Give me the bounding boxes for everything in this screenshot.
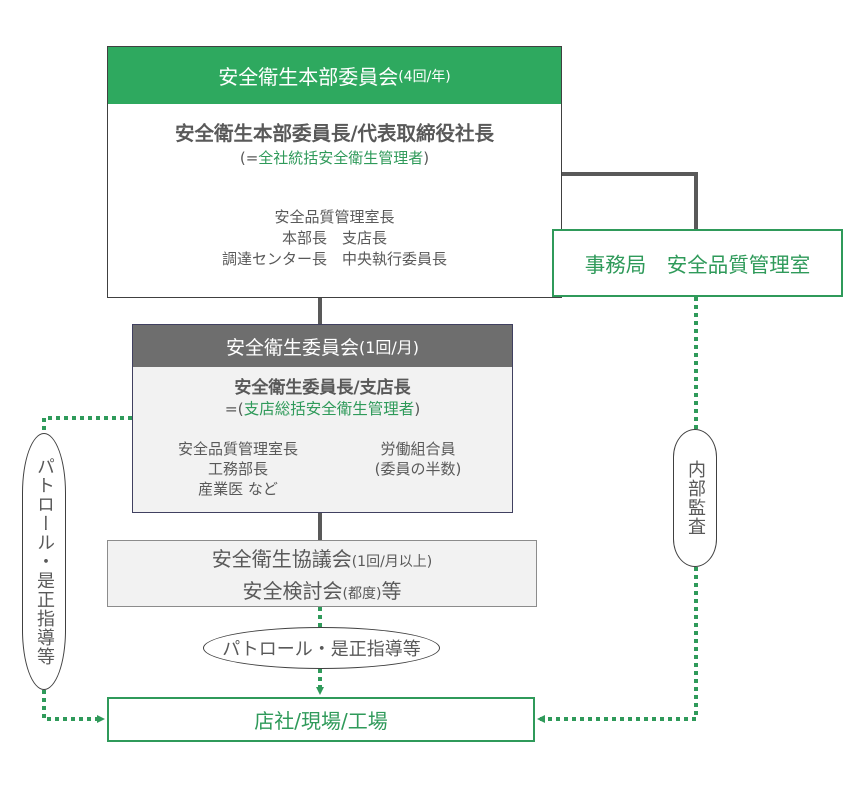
council-frequency: (1回/月以上) <box>351 554 433 570</box>
branch-committee-box: 安全衛生委員会(1回/月) 安全衛生委員長/支店長 =(支店総括安全衛生管理者)… <box>132 324 513 513</box>
member-line: 調達センター長 中央執行委員長 <box>221 250 447 268</box>
note-suffix: ) <box>414 400 421 418</box>
branch-committee-header: 安全衛生委員会(1回/月) <box>133 325 512 367</box>
hq-committee-members: 安全品質管理室長 本部長 支店長 調達センター長 中央執行委員長 <box>108 207 561 270</box>
member-line: 安全品質管理室長 <box>177 440 298 458</box>
note-prefix: (= <box>239 149 259 167</box>
hq-chair-role: 全社統括安全衛生管理者 <box>258 149 424 167</box>
council-line-1: 安全衛生協議会(1回/月以上) <box>108 545 536 577</box>
site-box: 店社/現場/工場 <box>107 697 535 742</box>
member-line: 産業医 など <box>198 480 278 498</box>
branch-to-left-patrol-dotted <box>42 416 132 433</box>
hq-committee-frequency: (4回/年) <box>398 68 451 85</box>
branch-members-left: 安全品質管理室長 工務部長 産業医 など <box>153 439 323 499</box>
council-name: 安全衛生協議会 <box>211 547 352 571</box>
branch-chair-role: 支店総括安全衛生管理者 <box>243 400 415 418</box>
patrol-guidance-oval: パトロール・是正指導等 <box>203 627 440 669</box>
internal-audit-oval: 内部監査 <box>673 429 717 567</box>
council-line-2: 安全検討会(都度)等 <box>108 577 536 609</box>
left-patrol-to-site-arrow <box>42 690 105 723</box>
patrol-guidance-vertical-label: パトロール・是正指導等 <box>34 457 55 666</box>
member-line: 本部長 支店長 <box>281 229 387 247</box>
member-line: 安全品質管理室長 <box>274 208 395 226</box>
patrol-guidance-vertical-oval: パトロール・是正指導等 <box>22 433 66 690</box>
hq-committee-box: 安全衛生本部委員会(4回/年) 安全衛生本部委員長/代表取締役社長 (=全社統括… <box>107 46 562 298</box>
note-prefix: =( <box>224 400 244 418</box>
hq-committee-chair-note: (=全社統括安全衛生管理者) <box>108 147 561 168</box>
branch-members-right: 労働組合員 (委員の半数) <box>343 439 493 479</box>
secretariat-box: 事務局 安全品質管理室 <box>552 229 843 297</box>
branch-committee-chair: 安全衛生委員長/支店長 <box>234 378 411 398</box>
member-line: 工務部長 <box>207 460 268 478</box>
review-meeting-name: 安全検討会 <box>242 579 343 603</box>
member-line: 労働組合員 <box>380 440 456 458</box>
review-meeting-frequency: (都度) <box>342 586 382 602</box>
member-line: (委員の半数) <box>374 460 462 478</box>
internal-audit-label: 内部監査 <box>685 460 706 536</box>
hq-committee-header: 安全衛生本部委員会(4回/年) <box>108 47 561 104</box>
audit-to-site-arrow <box>537 567 698 723</box>
etc-suffix: 等 <box>381 579 402 603</box>
branch-committee-frequency: (1回/月) <box>358 338 420 357</box>
hq-committee-chair: 安全衛生本部委員長/代表取締役社長 <box>174 122 495 145</box>
hq-committee-title: 安全衛生本部委員会 <box>218 65 399 89</box>
council-box: 安全衛生協議会(1回/月以上) 安全検討会(都度)等 <box>107 540 537 607</box>
branch-committee-title: 安全衛生委員会 <box>225 336 359 359</box>
hq-to-secretariat-connector <box>562 172 698 229</box>
note-suffix: ) <box>423 149 430 167</box>
branch-committee-chair-note: =(支店総括安全衛生管理者) <box>133 397 512 419</box>
